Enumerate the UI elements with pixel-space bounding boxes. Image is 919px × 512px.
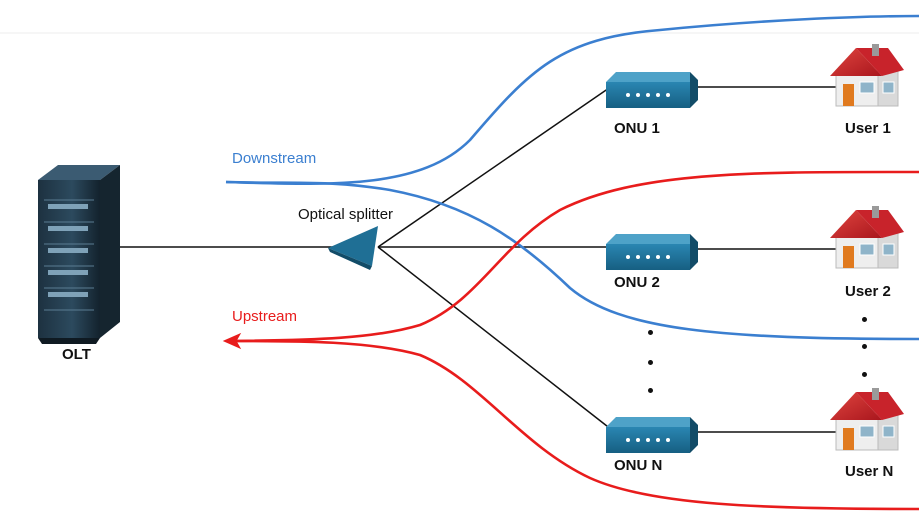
user-2-label: User 2 (845, 283, 891, 300)
arrowhead-icon (222, 332, 242, 350)
onu-device-icon (606, 72, 698, 108)
drop-lines (690, 86, 836, 433)
house-icon (829, 387, 905, 451)
onu-2-label: ONU 2 (614, 274, 660, 291)
olt-label: OLT (62, 346, 91, 363)
upstream-signal (222, 170, 919, 511)
optical-splitter-icon (328, 226, 378, 270)
user-1-label: User 1 (845, 120, 891, 137)
upstream-label: Upstream (232, 308, 298, 325)
house-icon (829, 43, 905, 107)
onu-n-label: ONU N (614, 457, 663, 474)
server-rack-icon (38, 165, 120, 344)
distribution-fibers (377, 85, 613, 431)
onu-device-icon (606, 417, 698, 453)
splitter-label: Optical splitter (298, 206, 394, 223)
user-n-label: User N (845, 463, 894, 480)
onu-device-icon (606, 234, 698, 270)
downstream-signal (225, 14, 919, 341)
downstream-label: Downstream (232, 150, 317, 167)
house-icon (829, 205, 905, 269)
onu-1-label: ONU 1 (614, 120, 660, 137)
